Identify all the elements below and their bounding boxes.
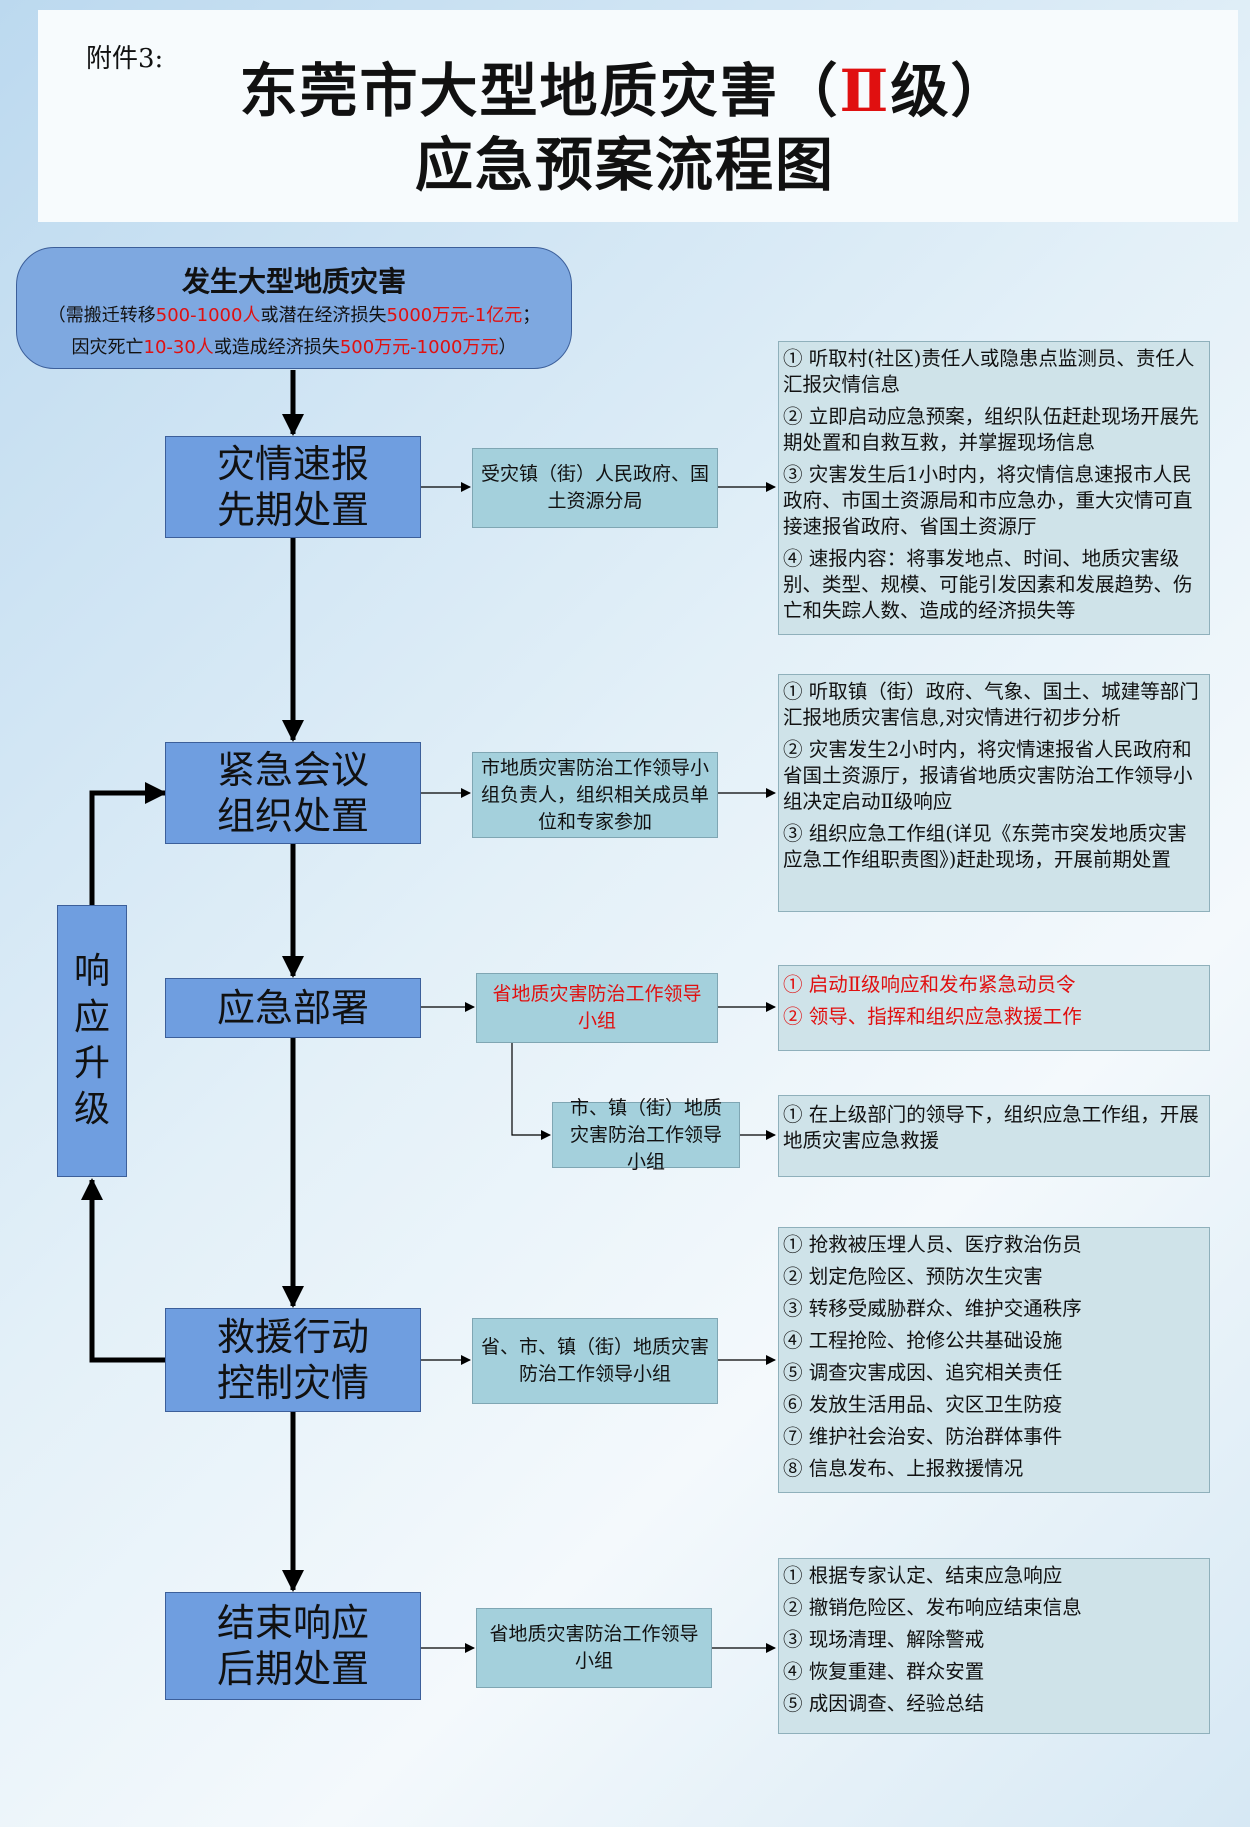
action-item: ③ 转移受威胁群众、维护交通秩序	[783, 1297, 1082, 1320]
upgrade-char: 级	[73, 1089, 110, 1130]
action-item: ① 启动Ⅱ级响应和发布紧急动员令	[783, 973, 1076, 996]
action-item: ① 听取村(社区)责任人或隐患点监测员、责任人汇报灾情信息	[783, 347, 1195, 396]
step-rescue: 救援行动 控制灾情	[165, 1308, 421, 1412]
step-label: 组织处置	[216, 794, 369, 838]
trigger-box: 发生大型地质灾害 （需搬迁转移500-1000人或潜在经济损失5000万元-1亿…	[16, 247, 572, 369]
step-label: 紧急会议	[216, 748, 369, 792]
action-list-4: ① 在上级部门的领导下，组织应急工作组，开展地质灾害应急救援	[778, 1095, 1210, 1177]
step-emergency-meeting: 紧急会议 组织处置	[165, 742, 421, 844]
title-level: Ⅱ	[839, 57, 891, 125]
action-item: ① 听取镇（街）政府、气象、国土、城建等部门汇报地质灾害信息,对灾情进行初步分析	[783, 680, 1199, 729]
trigger-text: ）	[498, 337, 517, 358]
action-item: ⑦ 维护社会治安、防治群体事件	[783, 1425, 1063, 1448]
action-item: ① 根据专家认定、结束应急响应	[783, 1564, 1063, 1587]
action-item: ① 在上级部门的领导下，组织应急工作组，开展地质灾害应急救援	[783, 1103, 1199, 1152]
responder-box: 市地质灾害防治工作领导小组负责人，组织相关成员单位和专家参加	[472, 752, 718, 838]
action-item: ① 抢救被压埋人员、医疗救治伤员	[783, 1233, 1082, 1256]
action-item: ③ 组织应急工作组(详见《东莞市突发地质灾害应急工作组职责图》)赶赴现场，开展前…	[783, 822, 1187, 871]
step-label: 灾情速报	[216, 442, 369, 486]
title-panel	[38, 10, 1238, 222]
step-label: 后期处置	[216, 1647, 369, 1691]
title-text-b: 级）	[890, 57, 1011, 125]
trigger-value: 5000万元-1亿元	[386, 305, 523, 326]
step-label: 救援行动	[216, 1315, 369, 1359]
trigger-text: 或潜在经济损失	[260, 305, 387, 326]
action-list-2: ① 听取镇（街）政府、气象、国土、城建等部门汇报地质灾害信息,对灾情进行初步分析…	[778, 674, 1210, 912]
action-item: ④ 恢复重建、群众安置	[783, 1660, 985, 1683]
action-item: ② 领导、指挥和组织应急救援工作	[783, 1005, 1082, 1028]
responder-box: 省地质灾害防治工作领导小组	[476, 1608, 712, 1688]
responder-box: 市、镇（街）地质灾害防治工作领导小组	[552, 1097, 740, 1173]
action-item: ④ 工程抢险、抢修公共基础设施	[783, 1329, 1063, 1352]
trigger-text: ；	[522, 305, 541, 326]
upgrade-char: 响	[73, 951, 110, 992]
trigger-text: 因灾死亡	[71, 337, 144, 358]
action-item: ④ 速报内容：将事发地点、时间、地质灾害级别、类型、规模、可能引发因素和发展趋势…	[783, 547, 1193, 622]
trigger-line2: 因灾死亡10-30人或造成经济损失500万元-1000万元）	[17, 332, 571, 364]
action-item: ② 立即启动应急预案，组织队伍赶赴现场开展先期处置和自救互救，并掌握现场信息	[783, 405, 1199, 454]
arrow-step4-to-upgrade	[81, 1178, 165, 1363]
action-item: ② 灾害发生2小时内，将灾情速报省人民政府和省国土资源厅，报请省地质灾害防治工作…	[783, 738, 1193, 813]
page-title-line1: 东莞市大型地质灾害（Ⅱ级）	[0, 44, 1250, 128]
step-end-response: 结束响应 后期处置	[165, 1592, 421, 1700]
title-text-a: 东莞市大型地质灾害（	[239, 57, 840, 125]
step-label: 结束响应	[216, 1601, 369, 1645]
annex-label: 附件3:	[86, 44, 164, 74]
action-item: ⑥ 发放生活用品、灾区卫生防疫	[783, 1393, 1063, 1416]
action-item: ⑧ 信息发布、上报救援情况	[783, 1457, 1024, 1480]
action-item: ⑤ 调查灾害成因、追究相关责任	[783, 1361, 1063, 1384]
trigger-text: 或造成经济损失	[213, 337, 340, 358]
step-label: 控制灾情	[216, 1361, 369, 1405]
upgrade-char: 应	[73, 997, 110, 1038]
arrow-mid3-to-mid4	[511, 1042, 551, 1140]
trigger-value: 10-30人	[143, 337, 214, 358]
action-list-5: ① 抢救被压埋人员、医疗救治伤员 ② 划定危险区、预防次生灾害 ③ 转移受威胁群…	[778, 1227, 1210, 1493]
step-label: 先期处置	[216, 488, 369, 532]
trigger-value: 500-1000人	[155, 305, 261, 326]
trigger-text: （需搬迁转移	[47, 305, 156, 326]
action-item: ② 撤销危险区、发布响应结束信息	[783, 1596, 1082, 1619]
step-initial-report: 灾情速报 先期处置	[165, 436, 421, 538]
action-list-3: ① 启动Ⅱ级响应和发布紧急动员令 ② 领导、指挥和组织应急救援工作	[778, 965, 1210, 1051]
responder-box-provincial: 省地质灾害防治工作领导小组	[476, 973, 718, 1043]
upgrade-char: 升	[73, 1043, 110, 1084]
trigger-title: 发生大型地质灾害	[181, 265, 406, 298]
page-title-line2: 应急预案流程图	[414, 131, 835, 199]
action-list-6: ① 根据专家认定、结束应急响应 ② 撤销危险区、发布响应结束信息 ③ 现场清理、…	[778, 1558, 1210, 1734]
step-deployment: 应急部署	[165, 978, 421, 1038]
trigger-value: 500万元-1000万元	[339, 337, 499, 358]
trigger-line1: （需搬迁转移500-1000人或潜在经济损失5000万元-1亿元；	[17, 300, 571, 332]
step-label: 应急部署	[216, 986, 369, 1030]
action-item: ③ 灾害发生后1小时内，将灾情信息速报市人民政府、市国土资源局和市应急办，重大灾…	[783, 463, 1193, 538]
action-list-1: ① 听取村(社区)责任人或隐患点监测员、责任人汇报灾情信息 ② 立即启动应急预案…	[778, 341, 1210, 635]
arrow-upgrade-to-step2	[89, 782, 167, 905]
responder-box: 受灾镇（街）人民政府、国土资源分局	[472, 448, 718, 528]
responder-box: 省、市、镇（街）地质灾害防治工作领导小组	[472, 1318, 718, 1404]
response-upgrade-box: 响 应 升 级	[57, 905, 127, 1177]
action-item: ③ 现场清理、解除警戒	[783, 1628, 985, 1651]
action-item: ⑤ 成因调查、经验总结	[783, 1692, 985, 1715]
action-item: ② 划定危险区、预防次生灾害	[783, 1265, 1043, 1288]
